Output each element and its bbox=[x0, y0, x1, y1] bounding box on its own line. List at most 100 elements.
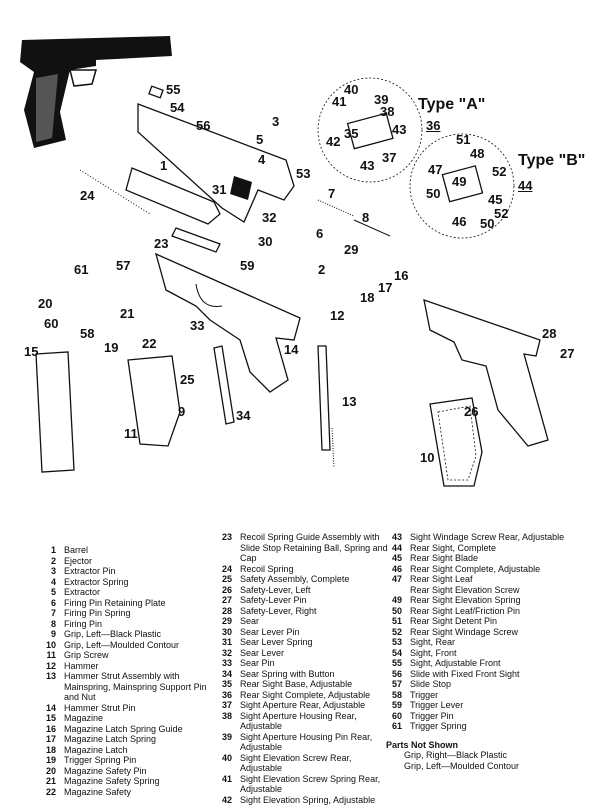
legend-item-number: 29 bbox=[216, 616, 232, 627]
legend-item: 51 Rear Sight Detent Pin bbox=[386, 616, 576, 627]
mainspring-part bbox=[332, 428, 334, 468]
legend-item-number: 41 bbox=[216, 774, 232, 795]
callout-number: 61 bbox=[74, 262, 88, 277]
legend-item-number: 51 bbox=[386, 616, 402, 627]
legend-item-number: 49 bbox=[386, 595, 402, 606]
legend-item-text: Sight, Front bbox=[410, 648, 576, 659]
legend-item-number: 58 bbox=[386, 690, 402, 701]
legend-item-number: 23 bbox=[216, 532, 232, 564]
legend-item-text: Rear Sight Complete, Adjustable bbox=[240, 690, 394, 701]
legend-item-number: 44 bbox=[386, 543, 402, 554]
legend-item-number: 52 bbox=[386, 627, 402, 638]
legend-item-number: 17 bbox=[40, 734, 56, 745]
callout-number: 16 bbox=[394, 268, 408, 283]
legend-item-text: Sight Aperture Housing Rear, Adjustable bbox=[240, 711, 394, 732]
callout-number: 41 bbox=[332, 94, 346, 109]
callout-number: 30 bbox=[258, 234, 272, 249]
callout-number: 34 bbox=[236, 408, 250, 423]
callout-number: 15 bbox=[24, 344, 38, 359]
legend-item-number: 38 bbox=[216, 711, 232, 732]
legend-item-number: 55 bbox=[386, 658, 402, 669]
callout-number: 33 bbox=[190, 318, 204, 333]
legend-item-number: 60 bbox=[386, 711, 402, 722]
firing-pin-part bbox=[354, 220, 390, 236]
callout-number: 5 bbox=[256, 132, 263, 147]
legend-item-number: 2 bbox=[40, 556, 56, 567]
legend-item-text: Rear Sight, Complete bbox=[410, 543, 576, 554]
legend-item-text: Rear Sight Detent Pin bbox=[410, 616, 576, 627]
legend-item: 41 Sight Elevation Screw Spring Rear, Adj… bbox=[216, 774, 394, 795]
legend-item-number: 28 bbox=[216, 606, 232, 617]
legend-item-number: 1 bbox=[40, 545, 56, 556]
callout-number: 10 bbox=[420, 450, 434, 465]
legend-item-number: 59 bbox=[386, 700, 402, 711]
legend-item: Rear Sight Elevation Screw bbox=[386, 585, 576, 596]
legend-item-text: Magazine Safety Pin bbox=[64, 766, 210, 777]
legend-item: 60 Trigger Pin bbox=[386, 711, 576, 722]
legend-item-number: 46 bbox=[386, 564, 402, 575]
legend-item-number: 8 bbox=[40, 619, 56, 630]
callout-number: 21 bbox=[120, 306, 134, 321]
legend-item-number: 14 bbox=[40, 703, 56, 714]
legend-item-number: 37 bbox=[216, 700, 232, 711]
callout-number: 37 bbox=[382, 150, 396, 165]
callout-number: 46 bbox=[452, 214, 466, 229]
front-sight-part bbox=[149, 86, 163, 98]
legend-item-text: Slide Stop bbox=[410, 679, 576, 690]
legend-item-text: Safety-Lever, Left bbox=[240, 585, 394, 596]
legend-item-text: Firing Pin bbox=[64, 619, 210, 630]
legend-item-text: Trigger Lever bbox=[410, 700, 576, 711]
callout-number: 60 bbox=[44, 316, 58, 331]
callout-number: 13 bbox=[342, 394, 356, 409]
type-b-label: Type "B" bbox=[518, 152, 585, 170]
legend-item-number: 39 bbox=[216, 732, 232, 753]
legend-item-text: Sear Lever Pin bbox=[240, 627, 394, 638]
legend-item-text: Extractor Pin bbox=[64, 566, 210, 577]
legend-item-text: Magazine Latch Spring bbox=[64, 734, 210, 745]
legend-item-number: 26 bbox=[216, 585, 232, 596]
legend-item-number: 35 bbox=[216, 679, 232, 690]
legend-item-number: 30 bbox=[216, 627, 232, 638]
callout-number: 38 bbox=[380, 104, 394, 119]
legend-item-number: 24 bbox=[216, 564, 232, 575]
legend-item-text: Sight, Adjustable Front bbox=[410, 658, 576, 669]
callout-number: 54 bbox=[170, 100, 184, 115]
legend-item-text: Trigger Pin bbox=[410, 711, 576, 722]
callout-number: 52 bbox=[494, 206, 508, 221]
legend-item-number: 56 bbox=[386, 669, 402, 680]
callout-number: 11 bbox=[124, 426, 138, 441]
legend-item-number: 19 bbox=[40, 755, 56, 766]
legend-item-text: Magazine bbox=[64, 713, 210, 724]
legend-item-number: 7 bbox=[40, 608, 56, 619]
legend-item-number: 4 bbox=[40, 577, 56, 588]
callout-number: 4 bbox=[258, 152, 265, 167]
callout-number: 47 bbox=[428, 162, 442, 177]
callout-number: 2 bbox=[318, 262, 325, 277]
callout-number: 1 bbox=[160, 158, 167, 173]
legend-item-text: Sight Elevation Screw Spring Rear, Adjus… bbox=[240, 774, 394, 795]
legend-item: 30 Sear Lever Pin bbox=[216, 627, 394, 638]
parts-not-shown-item: Grip, Left—Moulded Contour bbox=[386, 761, 576, 772]
legend-item-number: 33 bbox=[216, 658, 232, 669]
legend-item-number: 16 bbox=[40, 724, 56, 735]
legend-item-text: Sear Lever bbox=[240, 648, 394, 659]
